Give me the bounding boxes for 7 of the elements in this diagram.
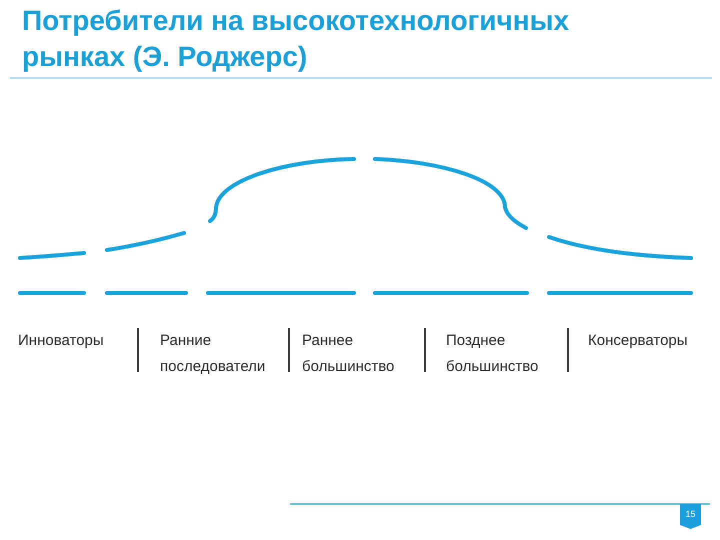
segment-label: Позднее большинство	[446, 331, 540, 377]
segment-label: Ранние последователи	[160, 331, 266, 377]
segment-label: Инноваторы	[18, 331, 105, 351]
segment-label: Раннее большинство	[302, 331, 396, 377]
segment-label: Консерваторы	[588, 331, 689, 351]
slide-title: Потребители на высокотехнологичных рынках (Э. Роджерс)	[22, 4, 570, 74]
page-number-badge: 15	[680, 504, 701, 529]
